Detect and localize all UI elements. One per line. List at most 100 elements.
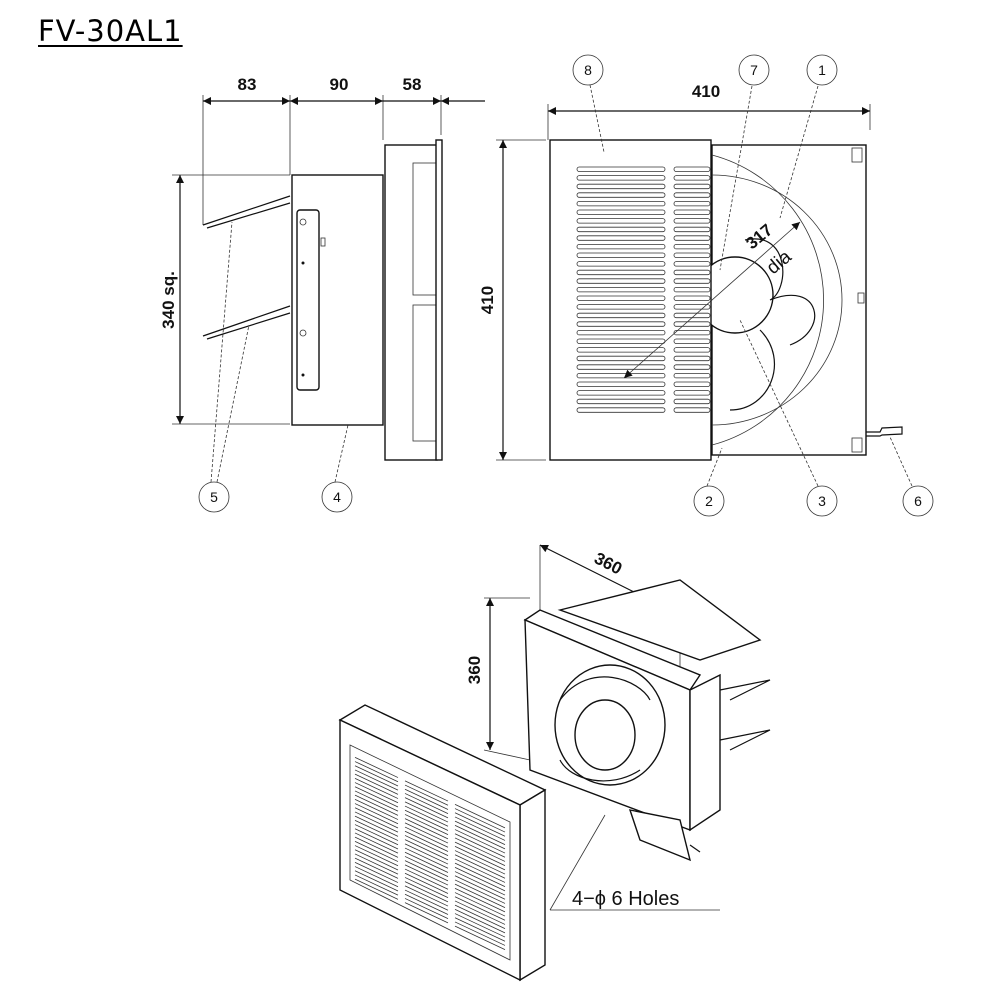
iso-grille-slot [354,870,399,892]
iso-grille-slot [404,843,449,865]
iso-grille-slot [404,818,449,840]
iso-grille-slot [454,816,506,841]
svg-text:2: 2 [705,493,713,509]
fan-diameter-line [623,221,801,379]
grille-slot [673,192,711,198]
iso-grille-slot [354,803,399,825]
callout-4: 4 [321,481,353,513]
dim-58-label: 58 [403,75,422,94]
iso-grille-slot [404,788,449,810]
iso-grille-slot [354,811,399,833]
iso-grille-slot [404,902,449,924]
grille-slot [576,407,666,413]
iso-grille-slot [454,879,506,904]
iso-grille-slot [354,832,399,854]
iso-grille-slot [404,881,449,903]
side-view: 83 90 58 340 sq. 5 4 [159,75,485,513]
iso-grille-slot [354,824,399,846]
iso-grille-slot [354,769,399,791]
iso-grille-slot [404,793,449,815]
holes-label: 4−ϕ 6 Holes [572,888,679,910]
iso-grille-slot [354,849,399,871]
iso-grille-slot [354,782,399,804]
iso-grille-slot [354,765,399,787]
iso-grille-slot [404,835,449,857]
iso-grille-slot [354,845,399,867]
iso-grille-slot [454,908,506,934]
dim-height-label: 410 [478,286,497,314]
iso-grille-slot [354,815,399,837]
grille-slot [576,218,666,224]
iso-grille-slot [404,826,449,848]
iso-grille-slot [404,839,449,861]
dim-iso-height-label: 360 [465,656,484,684]
dim-iso-depth-label: 360 [591,549,625,579]
grille-slot [673,381,711,387]
callout-7: 7 [738,54,770,86]
iso-grille-slot [354,861,399,883]
iso-grille-slot [404,851,449,873]
svg-text:7: 7 [750,62,758,78]
iso-grille-slot [454,925,506,951]
iso-grille-slot [354,836,399,858]
iso-grille-slot [354,773,399,795]
iso-grille-slot [354,866,399,888]
callout-8: 8 [572,54,604,86]
iso-grille-slot [404,889,449,911]
iso-grille-slot [354,786,399,808]
iso-terminal-box [628,809,692,862]
iso-grille-slot [454,837,506,862]
iso-grille-slot [454,875,506,900]
grille-slot [576,209,666,215]
iso-grille-slot [404,814,449,836]
iso-grille-slot [404,885,449,907]
iso-grille-slot [454,841,506,867]
front-view: 410 410 317 dia 8 7 1 2 3 6 [478,54,934,517]
mount-bracket [296,209,320,391]
grille-slot [576,183,666,190]
model-title: FV-30AL1 [38,14,183,48]
iso-grille-slot [354,840,399,862]
iso-grille-slot [354,853,399,875]
iso-grille-slot [454,883,506,909]
dim-width-label: 410 [692,82,720,101]
iso-grille-slot [354,777,399,799]
iso-grille-slot [454,904,506,930]
svg-text:5: 5 [210,489,218,505]
iso-grille-slot [354,878,399,900]
grille-slot [673,407,711,413]
dim-340-label: 340 sq. [159,271,178,329]
iso-grille-front [339,718,521,982]
iso-grille-slot [404,868,449,890]
grille-slot [673,166,711,172]
grille-side [384,144,438,461]
iso-grille-slot [404,797,449,819]
iso-grille-slot [454,845,506,871]
iso-grille-slot [354,756,399,778]
svg-text:3: 3 [818,493,826,509]
iso-grille-slot [404,784,449,806]
iso-grille-slot [454,803,506,829]
iso-grille-slot [354,761,399,783]
iso-grille-slot [454,866,506,892]
iso-grille-slot [454,858,506,883]
grille-slot [576,166,666,172]
iso-grille-slot [454,833,506,858]
grille-slot [673,390,711,396]
grille-slot [576,192,666,198]
iso-grille-slot [354,794,399,816]
svg-text:4: 4 [333,489,341,505]
iso-grille-slot [404,822,449,844]
iso-grille-slot [454,917,506,942]
callout-3: 3 [806,485,838,517]
iso-grille-slot [454,820,506,846]
iso-grille-slot [454,808,506,833]
iso-grille-slot [354,819,399,841]
iso-grille-slot [354,798,399,820]
iso-grille-slot [404,847,449,869]
grille-slot [673,183,711,190]
dim-83-label: 83 [238,75,257,94]
iso-grille-slot [404,893,449,915]
iso-top-plate [557,579,762,661]
